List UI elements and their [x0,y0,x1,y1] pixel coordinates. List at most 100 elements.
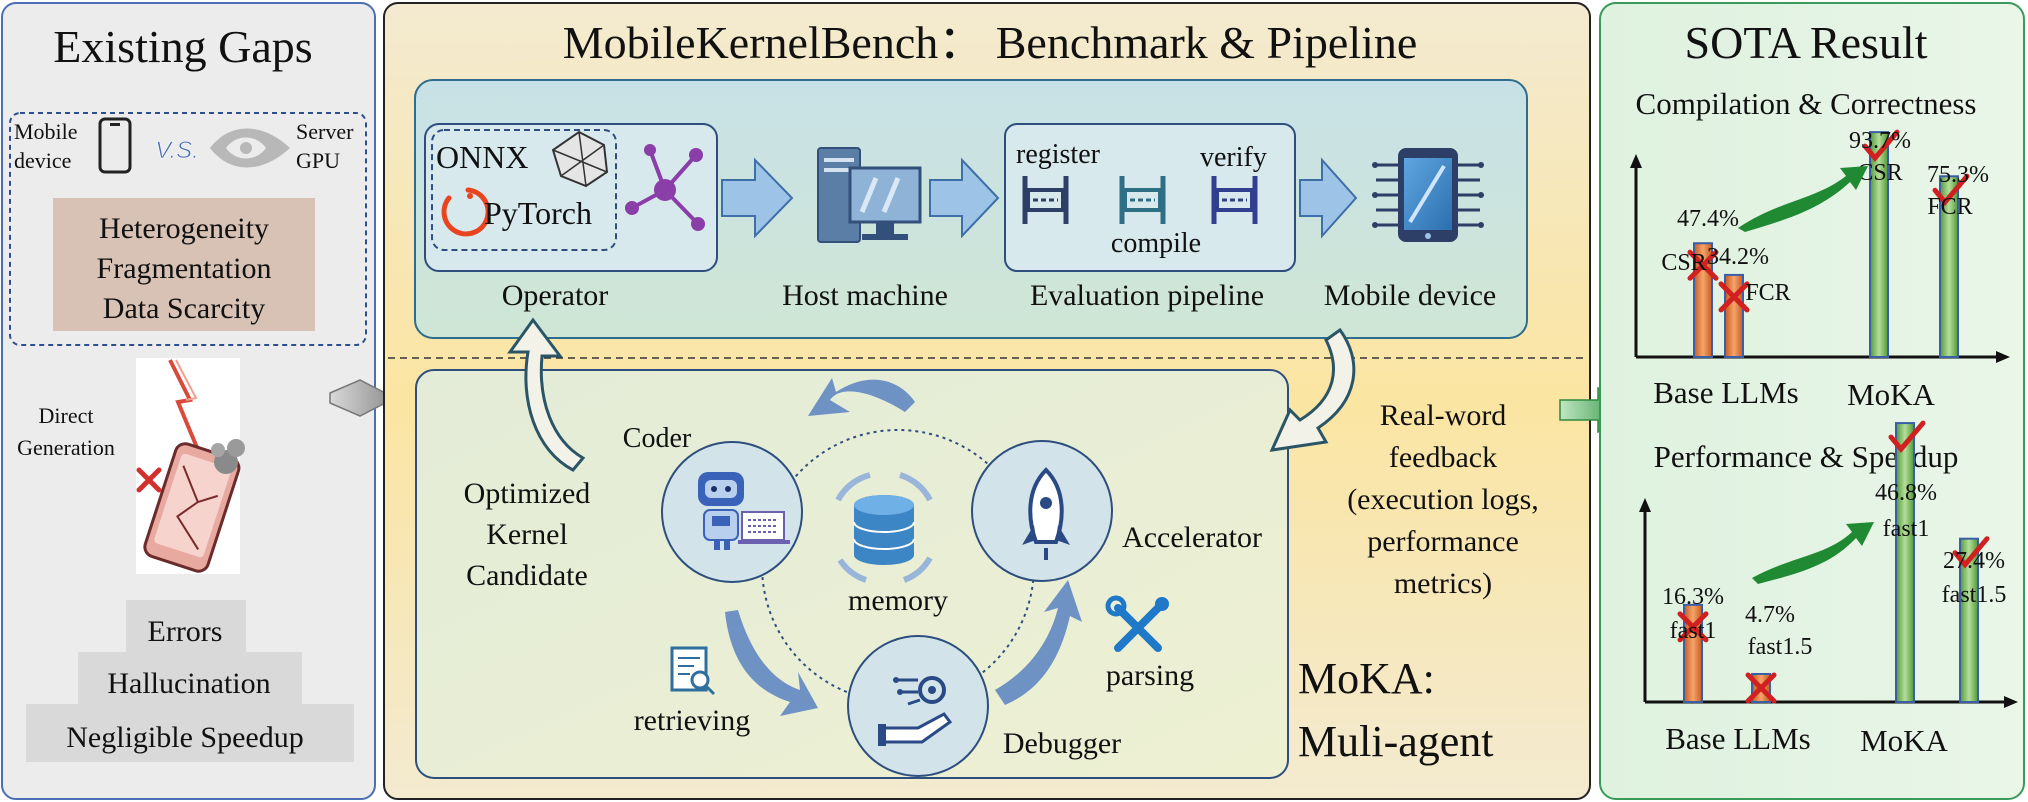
generation-label: Generation [17,435,115,460]
parsing-tools-icon [1105,595,1169,652]
middle-title: MobileKernelBench： Benchmark & Pipeline [563,17,1418,68]
pyramid-top [126,600,246,652]
vs-label: V.S. [155,137,199,164]
host-machine-label: Host machine [782,279,948,312]
optimized-label: Optimized [464,477,591,510]
server-label-2: GPU [296,148,340,173]
pyramid-middle [78,652,302,704]
issue-heterogeneity: Heterogeneity [99,212,269,245]
issues-box [53,198,315,331]
evaluation-pipeline-label: Evaluation pipeline [1030,279,1264,312]
nvidia-gpu-icon [210,128,290,168]
feedback-line-1: Real-word [1380,399,1507,432]
feedback-line-2: feedback [1389,441,1497,474]
pyramid-bottom [26,704,354,762]
retrieving-label: retrieving [634,704,751,737]
issues-pyramid [26,600,354,762]
kernel-label: Kernel [486,518,568,551]
failure-cross-icon [136,467,162,493]
debug-gear-hand-icon [878,676,953,746]
mobile-device-label: Mobile device [1324,279,1496,312]
bar-moka-csr [1869,131,1889,358]
chart2-moka-fast15-value: 27.4% [1943,548,2005,574]
success-check-icon [1932,173,1970,207]
pipeline-arrow-3 [1299,157,1358,239]
mobile-device-icon [1372,148,1484,242]
chart2-base-fast1-label: fast1 [1670,618,1717,644]
chart2-base-fast1-value: 16.3% [1662,584,1724,610]
chart2-moka-fast15-label: fast1.5 [1942,582,2007,608]
chart1-xlabel-base: Base LLMs [1653,375,1799,410]
pytorch-icon [441,187,491,237]
chart1-base-fcr-label: FCR [1745,280,1790,306]
chart2-axes [1639,498,2018,708]
chart1-xlabel-moka: MoKA [1847,377,1935,412]
server-label-1: Server [296,119,354,144]
feedback-line-5: metrics) [1394,567,1492,600]
stack-errors: Errors [148,615,223,648]
right-panel-bg [1599,2,2025,800]
chart1-base-fcr-value: 34.2% [1707,244,1769,270]
onnx-label: ONNX [436,139,528,175]
accelerator-label: Accelerator [1122,521,1262,554]
retrieving-icon [670,646,716,696]
coder-label: Coder [623,423,692,454]
existing-gaps-title: Existing Gaps [53,21,312,72]
parsing-label: parsing [1106,659,1194,692]
gap-comparison-box [9,112,367,346]
chart1-moka-csr-value: 93.7% [1849,128,1911,154]
register-stage-icon [1022,176,1069,224]
operator-graph-icon [625,144,705,231]
operator-label: Operator [502,279,609,312]
chart1-moka-fcr-value: 75.3% [1927,162,1989,188]
chart1-title: Compilation & Correctness [1636,86,1977,121]
chart2-xlabel-moka: MoKA [1860,723,1948,758]
chart1-moka-csr-label: CSR [1857,160,1902,186]
chart2-base-fast15-value: 4.7% [1745,602,1795,628]
loop-arrow-top [808,378,915,416]
pytorch-label: PyTorch [484,195,592,231]
chart1-improvement-arrow [1738,166,1868,232]
bar-moka-fast1-5 [1959,537,1979,703]
compile-label: compile [1111,228,1201,259]
chart2-xlabel-base: Base LLMs [1665,721,1811,756]
debugger-node [847,635,989,777]
gap-to-pipeline-arrow [329,379,397,417]
mobile-label-2: device [14,148,71,173]
memory-database-icon [835,472,933,583]
candidate-label: Candidate [466,559,588,592]
host-machine-icon [817,147,922,243]
optimized-kernel-arrow [507,317,586,472]
fail-cross-icon [1677,611,1709,643]
chart1-bars [1687,129,1970,359]
loop-arrow-bottom-right [995,580,1082,705]
direct-label: Direct [39,403,94,428]
rocket-icon [1022,467,1070,560]
fail-cross-icon [1718,281,1750,313]
moka-title-line-2: Muli-agent [1298,717,1494,766]
success-check-icon [1888,420,1926,453]
compile-stage-icon [1119,176,1166,224]
coder-robot-icon [698,472,790,550]
left-panel: Existing Gaps Mobile device V.S. Server … [1,2,376,800]
pipeline-arrow-1 [721,157,794,239]
evaluation-pipeline-box [1004,123,1296,272]
issue-data-scarcity: Data Scarcity [103,292,265,325]
memory-label: memory [848,584,948,617]
success-check-icon [1862,129,1900,163]
broken-phone-icon [136,358,245,574]
onnx-icon [551,130,609,188]
smartphone-icon [98,117,132,174]
pipeline-arrow-2 [929,157,1000,239]
verify-stage-icon [1211,176,1258,224]
stack-negligible-speedup: Negligible Speedup [66,721,303,754]
sota-title: SOTA Result [1685,17,1928,68]
verify-label: verify [1200,142,1267,173]
bar-moka-fcr [1939,175,1959,358]
chart2-moka-fast1-value: 46.8% [1875,480,1937,506]
debugger-label: Debugger [1003,727,1121,760]
framework-dashed-box [431,129,617,251]
middle-panel: MobileKernelBench： Benchmark & Pipeline … [383,2,1591,800]
